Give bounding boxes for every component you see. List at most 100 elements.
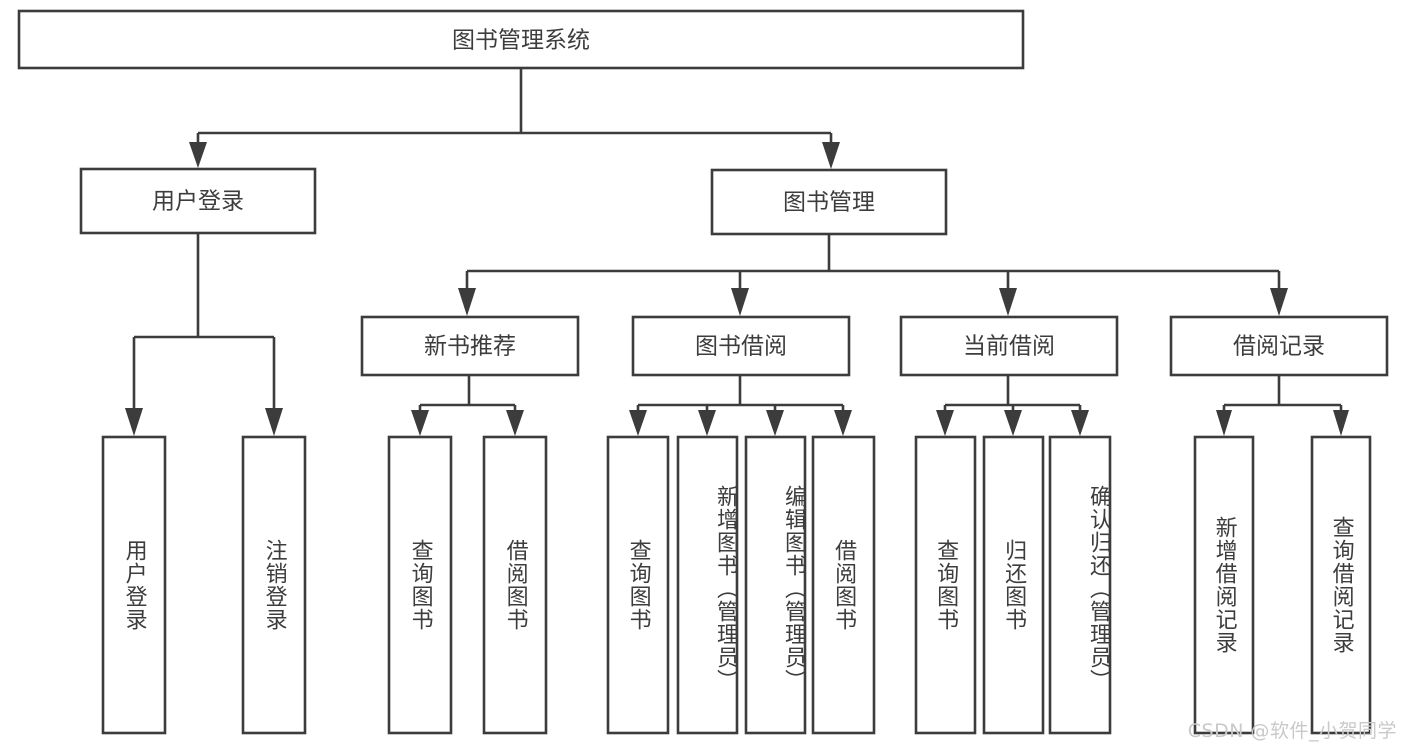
leaf-box[interactable] <box>1048 435 1112 735</box>
arrow-head-borrow-record <box>1270 288 1288 316</box>
leaf-label-wrap: 新增图书（管理员） <box>713 484 737 692</box>
leaf-node-add-borrow-record[interactable]: 新增借阅记录 <box>1193 435 1255 735</box>
book-borrow-box[interactable] <box>631 315 851 377</box>
leaf-label: 查询图书 <box>933 539 959 631</box>
current-borrow-box[interactable] <box>899 315 1119 377</box>
leaf-box[interactable] <box>387 435 453 735</box>
book-management-label: 图书管理 <box>783 190 875 216</box>
connectors-user-login-to-children <box>125 233 283 436</box>
leaf-box[interactable] <box>606 435 670 735</box>
leaf-box[interactable] <box>482 435 548 735</box>
arrow-head-cb-leaf-2 <box>1004 410 1022 436</box>
leaf-box[interactable] <box>1193 435 1255 735</box>
leaf-label-wrap: 归还图书 <box>1001 539 1027 631</box>
connectors-borrow-record-to-leaves <box>1216 375 1349 436</box>
leaf-box[interactable] <box>744 435 807 735</box>
node-book-management[interactable]: 图书管理 <box>710 168 948 236</box>
leaf-label: 确认归还（管理员） <box>1086 484 1110 692</box>
leaf-label: 新增借阅记录 <box>1211 516 1237 654</box>
leaf-node-query-book-bb[interactable]: 查询图书 <box>606 435 670 735</box>
node-user-login[interactable]: 用户登录 <box>79 167 317 235</box>
arrow-head-br-leaf-1 <box>1216 410 1232 436</box>
node-root-book-management-system[interactable]: 图书管理系统 <box>17 9 1025 70</box>
leaf-box[interactable] <box>101 435 167 735</box>
root-box[interactable] <box>17 9 1025 70</box>
leaf-label: 查询借阅记录 <box>1328 516 1354 654</box>
leaf-node-add-book-admin[interactable]: 新增图书（管理员） <box>676 435 739 735</box>
book-borrow-label: 图书借阅 <box>695 334 787 360</box>
leaf-node-return-book[interactable]: 归还图书 <box>982 435 1045 735</box>
leaf-label: 用户登录 <box>121 539 147 631</box>
arrow-head-leaf-logout <box>265 408 283 436</box>
arrow-head-bb-leaf-3 <box>766 410 784 436</box>
leaf-node-query-book-nbr[interactable]: 查询图书 <box>387 435 453 735</box>
leaf-node-query-borrow-record[interactable]: 查询借阅记录 <box>1310 435 1372 735</box>
leaf-box[interactable] <box>914 435 977 735</box>
leaf-label-wrap: 查询图书 <box>625 539 651 631</box>
book-management-box[interactable] <box>710 168 948 236</box>
leaf-label-wrap: 查询图书 <box>933 539 959 631</box>
leaf-box[interactable] <box>1310 435 1372 735</box>
leaf-box[interactable] <box>982 435 1045 735</box>
connectors-current-borrow-to-leaves <box>936 375 1089 436</box>
leaf-label-wrap: 借阅图书 <box>502 539 528 631</box>
node-borrow-record[interactable]: 借阅记录 <box>1169 315 1389 377</box>
connectors-book-mgmt-to-children <box>458 234 1288 316</box>
node-current-borrow[interactable]: 当前借阅 <box>899 315 1119 377</box>
leaf-node-edit-book-admin[interactable]: 编辑图书（管理员） <box>744 435 807 735</box>
arrow-head-nbr-leaf-1 <box>411 410 429 436</box>
leaf-label-wrap: 借阅图书 <box>831 539 857 631</box>
leaf-label: 查询图书 <box>407 539 433 631</box>
leaf-label: 注销登录 <box>261 539 287 631</box>
leaf-box[interactable] <box>811 435 876 735</box>
arrow-head-leaf-user-login <box>125 408 143 436</box>
arrow-head-user-login <box>189 142 207 168</box>
user-login-box[interactable] <box>79 167 317 235</box>
arrow-head-bb-leaf-1 <box>629 410 647 436</box>
leaf-node-borrow-book-nbr[interactable]: 借阅图书 <box>482 435 548 735</box>
leaf-label-wrap: 用户登录 <box>121 539 147 631</box>
new-book-recommendation-label: 新书推荐 <box>424 334 516 360</box>
arrow-head-bb-leaf-4 <box>834 410 852 436</box>
leaf-label-wrap: 编辑图书（管理员） <box>781 484 805 692</box>
leaf-label: 查询图书 <box>625 539 651 631</box>
user-login-label: 用户登录 <box>152 189 244 215</box>
root-label: 图书管理系统 <box>452 28 590 54</box>
leaf-node-user-login[interactable]: 用户登录 <box>101 435 167 735</box>
arrow-head-new-book-rec <box>458 288 476 316</box>
leaf-label-wrap: 查询借阅记录 <box>1328 516 1354 654</box>
leaf-node-borrow-book-bb[interactable]: 借阅图书 <box>811 435 876 735</box>
leaf-label: 归还图书 <box>1001 539 1027 631</box>
node-book-borrow[interactable]: 图书借阅 <box>631 315 851 377</box>
leaf-label-wrap: 确认归还（管理员） <box>1086 484 1110 692</box>
leaf-label: 新增图书（管理员） <box>713 484 737 692</box>
leaf-node-confirm-return-admin[interactable]: 确认归还（管理员） <box>1048 435 1112 735</box>
connectors-root-to-level1 <box>189 68 840 169</box>
current-borrow-label: 当前借阅 <box>963 334 1055 360</box>
leaf-label-wrap: 新增借阅记录 <box>1211 516 1237 654</box>
arrow-head-cb-leaf-1 <box>936 410 954 436</box>
leaf-node-logout[interactable]: 注销登录 <box>241 435 307 735</box>
leaf-box[interactable] <box>676 435 739 735</box>
borrow-record-box[interactable] <box>1169 315 1389 377</box>
leaf-label: 编辑图书（管理员） <box>781 484 805 692</box>
node-new-book-recommendation[interactable]: 新书推荐 <box>360 315 580 377</box>
leaf-label-wrap: 查询图书 <box>407 539 433 631</box>
new-book-recommendation-box[interactable] <box>360 315 580 377</box>
leaf-node-query-book-cb[interactable]: 查询图书 <box>914 435 977 735</box>
arrow-head-cb-leaf-3 <box>1071 410 1089 436</box>
leaf-box[interactable] <box>241 435 307 735</box>
arrow-head-br-leaf-2 <box>1333 410 1349 436</box>
arrow-head-bb-leaf-2 <box>698 410 716 436</box>
arrow-head-current-borrow <box>999 288 1017 316</box>
borrow-record-label: 借阅记录 <box>1233 334 1325 360</box>
leaf-label: 借阅图书 <box>502 539 528 631</box>
arrow-head-book-borrow <box>731 288 749 316</box>
connectors-book-borrow-to-leaves <box>629 375 852 436</box>
leaf-label: 借阅图书 <box>831 539 857 631</box>
arrow-head-book-mgmt <box>822 142 840 169</box>
leaf-label-wrap: 注销登录 <box>261 539 287 631</box>
arrow-head-nbr-leaf-2 <box>506 410 524 436</box>
